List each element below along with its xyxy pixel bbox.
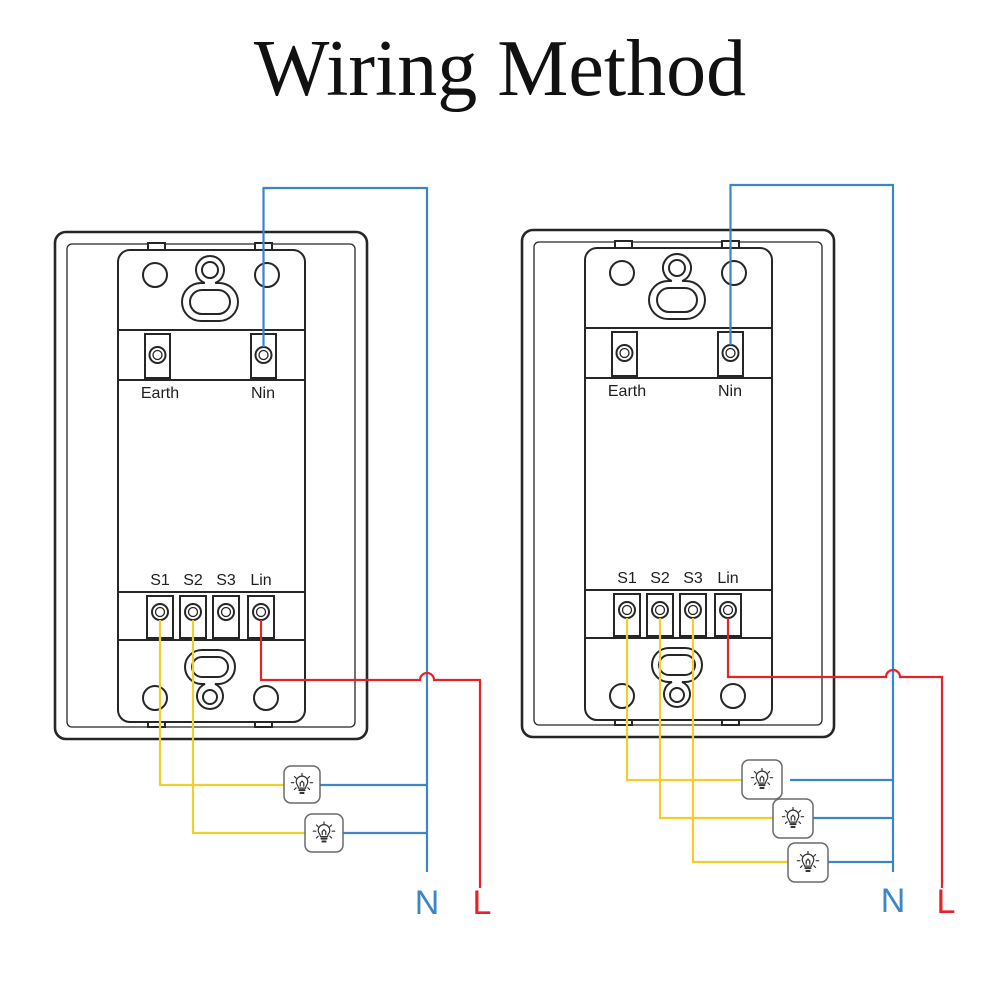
lamp-1 [283, 765, 321, 804]
neutral-wire [262, 186, 429, 872]
wall-plate-bevel [533, 241, 823, 726]
terminal-label-lin: Lin [250, 572, 271, 589]
terminal-s1 [613, 593, 641, 637]
terminal-screw-head [152, 349, 163, 361]
wall-plate-bevel [66, 243, 356, 728]
live-wire [726, 618, 944, 888]
switched-wire-s2 [191, 620, 305, 835]
switch-module: Earth Nin S1 S2 S3 Lin [584, 240, 773, 726]
terminal-label-s3: S3 [216, 572, 236, 589]
keyhole-slot-top [181, 255, 239, 322]
lamp-3 [787, 842, 829, 883]
terminal-label-s2: S2 [650, 570, 670, 587]
terminal-label-nin: Nin [251, 385, 275, 402]
neutral-wire [729, 183, 895, 872]
terminal-screw [618, 601, 636, 619]
supply-label-neutral: N [415, 884, 440, 922]
screw-hole [721, 260, 747, 286]
terminal-screw [148, 346, 167, 364]
terminal-screw [721, 344, 740, 362]
keyhole-inner-circle [202, 689, 218, 705]
terminal-screw-head [654, 604, 666, 616]
terminal-screw-head [725, 347, 736, 359]
screw-hole [142, 685, 168, 711]
switched-wire-s1 [158, 620, 284, 787]
keyhole-inner-circle [201, 261, 219, 279]
keyhole-inner-slot [658, 654, 696, 676]
lamp-2 [772, 798, 814, 839]
terminal-screw [615, 344, 634, 362]
terminal-earth [144, 333, 171, 379]
terminal-screw [184, 603, 202, 621]
screw-hole [142, 262, 168, 288]
terminal-label-s1: S1 [150, 572, 170, 589]
terminal-screw [252, 603, 270, 621]
terminal-s3 [212, 595, 240, 639]
keyhole-inner-slot [191, 656, 229, 678]
terminal-screw [684, 601, 702, 619]
terminal-label-s3: S3 [683, 570, 703, 587]
terminal-screw [254, 346, 273, 364]
wiring-diagram-left: Earth Nin S1 S2 S3 Lin [53, 186, 492, 922]
keyhole-inner-slot [189, 289, 231, 315]
screw-hole [253, 685, 279, 711]
supply-label-live: L [937, 883, 956, 921]
supply-label-neutral: N [881, 882, 906, 920]
screw-hole [254, 262, 280, 288]
keyhole-inner-circle [668, 259, 686, 277]
terminal-screw-head [255, 606, 267, 618]
screw-hole [609, 683, 635, 709]
terminal-earth [611, 331, 638, 377]
terminal-label-lin: Lin [717, 570, 738, 587]
live-wire [259, 620, 482, 888]
switch-plate: Earth Nin S1 S2 S3 Lin [520, 228, 836, 739]
terminal-label-s1: S1 [617, 570, 637, 587]
terminal-screw-head [154, 606, 166, 618]
terminal-label-nin: Nin [718, 383, 742, 400]
terminal-label-earth: Earth [608, 383, 646, 400]
terminal-screw-head [687, 604, 699, 616]
screw-hole [720, 683, 746, 709]
keyhole-inner-slot [656, 287, 698, 313]
lamp-2 [304, 813, 344, 853]
terminal-screw [217, 603, 235, 621]
keyhole-inner-circle [669, 687, 685, 703]
screw-hole [609, 260, 635, 286]
page-title: Wiring Method [254, 25, 746, 113]
terminal-screw [151, 603, 169, 621]
switch-module: Earth Nin S1 S2 S3 Lin [117, 242, 306, 728]
terminal-screw-head [619, 347, 630, 359]
switch-plate: Earth Nin S1 S2 S3 Lin [53, 230, 369, 741]
supply-label-live: L [473, 884, 492, 922]
keyhole-slot-top [648, 253, 706, 320]
terminal-label-earth: Earth [141, 385, 179, 402]
switched-wire-s3 [691, 618, 788, 864]
terminal-screw-head [220, 606, 232, 618]
terminal-screw-head [621, 604, 633, 616]
terminal-screw-head [187, 606, 199, 618]
wiring-diagram-right: Earth Nin S1 S2 S3 Lin [520, 183, 956, 921]
switched-wire-s1 [625, 618, 742, 782]
keyhole-slot-bottom [651, 647, 703, 708]
terminal-screw [651, 601, 669, 619]
terminal-screw-head [722, 604, 734, 616]
terminal-screw-head [258, 349, 269, 361]
terminal-screw [719, 601, 737, 619]
switched-wire-s2 [658, 618, 773, 820]
terminal-label-s2: S2 [183, 572, 203, 589]
keyhole-slot-bottom [184, 649, 236, 710]
lamp-1 [741, 759, 783, 800]
